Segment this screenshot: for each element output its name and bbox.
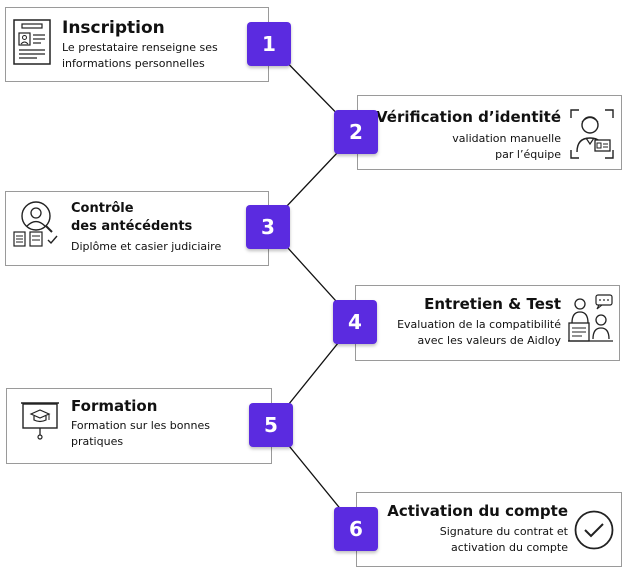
interview-icon	[567, 293, 615, 345]
step-3-title-line-1: Contrôle	[71, 201, 134, 216]
step-4-description-line-2: avec les valeurs de Aidloy	[417, 334, 561, 347]
checkmark-circle-icon	[573, 509, 615, 551]
step-5-number-badge: 5	[249, 403, 293, 447]
identity-verification-icon	[569, 108, 615, 160]
step-6-description-line-2: activation du compte	[451, 541, 568, 554]
step-2-number-badge: 2	[334, 110, 378, 154]
training-board-icon	[20, 401, 60, 443]
step-3-title-line-2: des antécédents	[71, 219, 193, 234]
step-6-description-line-1: Signature du contrat et	[439, 525, 568, 538]
step-6-card	[356, 492, 622, 567]
step-4-description-line-1: Evaluation de la compatibilité	[397, 318, 561, 331]
step-3-number-badge: 3	[246, 205, 290, 249]
registration-form-icon	[13, 19, 51, 65]
step-5-description-line-1: Formation sur les bonnes	[71, 419, 210, 432]
step-3-description-line-1: Diplôme et casier judiciaire	[71, 240, 222, 253]
step-1-title: Inscription	[62, 18, 165, 38]
step-4-title: Entretien & Test	[424, 295, 561, 313]
step-2-description-line-2: par l’équipe	[495, 148, 561, 161]
step-1-description-line-1: Le prestataire renseigne ses	[62, 41, 218, 54]
background-check-icon	[12, 200, 62, 250]
step-5-title: Formation	[71, 397, 158, 415]
step-2-title: Vérification d’identité	[376, 108, 561, 126]
step-6-number-badge: 6	[334, 507, 378, 551]
step-6-title: Activation du compte	[387, 502, 568, 520]
step-1-description-line-2: informations personnelles	[62, 57, 205, 70]
step-2-description-line-1: validation manuelle	[452, 132, 561, 145]
step-5-description-line-2: pratiques	[71, 435, 124, 448]
step-5-card	[6, 388, 272, 464]
step-1-number-badge: 1	[247, 22, 291, 66]
step-4-number-badge: 4	[333, 300, 377, 344]
